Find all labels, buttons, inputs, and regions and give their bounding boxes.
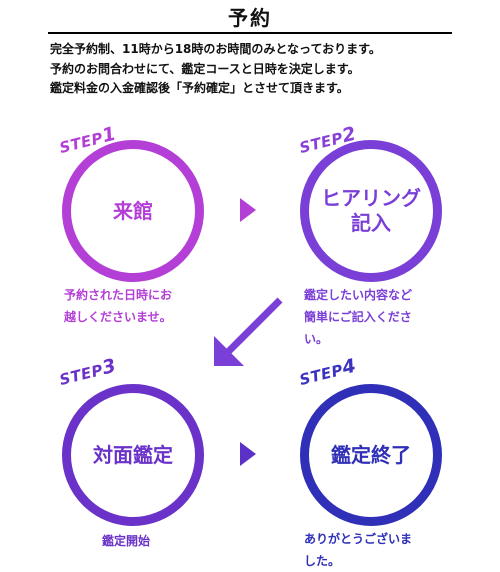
page-title: 予約 <box>228 6 272 30</box>
desc-line: 簡単にご記入くださ <box>304 310 412 324</box>
step-3-circle: 対面鑑定 <box>62 384 204 526</box>
step-1-circle: 来館 <box>62 140 204 282</box>
step-1-title: 来館 <box>113 198 153 223</box>
desc-line: ありがとうございま <box>304 532 413 546</box>
step-word: STEP <box>57 360 105 389</box>
step-word: STEP <box>297 360 345 389</box>
arrow-right-icon <box>240 198 256 222</box>
step-2-description: 鑑定したい内容など 簡単にご記入くださ い。 <box>304 284 412 350</box>
step-3-label: STEP3 <box>57 355 119 389</box>
step-2-title-line: ヒアリング <box>321 186 421 210</box>
title-underline <box>48 32 452 34</box>
step-3-title: 対面鑑定 <box>93 442 173 467</box>
step-4-description: ありがとうございま した。 <box>304 528 412 572</box>
desc-line: 鑑定したい内容など <box>304 288 413 302</box>
intro-line: 予約のお問合わせにて、鑑定コースと日時を決定します。 <box>50 61 360 76</box>
step-3-description: 鑑定開始 <box>102 530 150 552</box>
step-4-circle: 鑑定終了 <box>300 384 442 526</box>
step-1-description: 予約された日時にお 越しくださいませ。 <box>64 284 172 328</box>
desc-line: 越しくださいませ。 <box>64 310 172 324</box>
intro-line: 鑑定料金の入金確認後「予約確定」とさせて頂きます。 <box>50 81 349 95</box>
step-2-circle: ヒアリング 記入 <box>300 140 442 282</box>
desc-line: い。 <box>304 332 329 346</box>
intro-text: 完全予約制、11時から18時のお時間のみとなっております。 予約のお問合わせにて… <box>50 40 470 99</box>
arrow-right-icon <box>240 442 256 466</box>
step-2-title-line: 記入 <box>351 211 391 235</box>
desc-line: 鑑定開始 <box>102 534 151 548</box>
desc-line: 予約された日時にお <box>64 288 173 302</box>
desc-line: した。 <box>304 554 341 568</box>
arrow-down-left-icon <box>214 297 283 366</box>
intro-line: 完全予約制、11時から18時のお時間のみとなっております。 <box>50 42 381 56</box>
step-4-title: 鑑定終了 <box>331 442 411 467</box>
step-4-label: STEP4 <box>297 355 359 389</box>
